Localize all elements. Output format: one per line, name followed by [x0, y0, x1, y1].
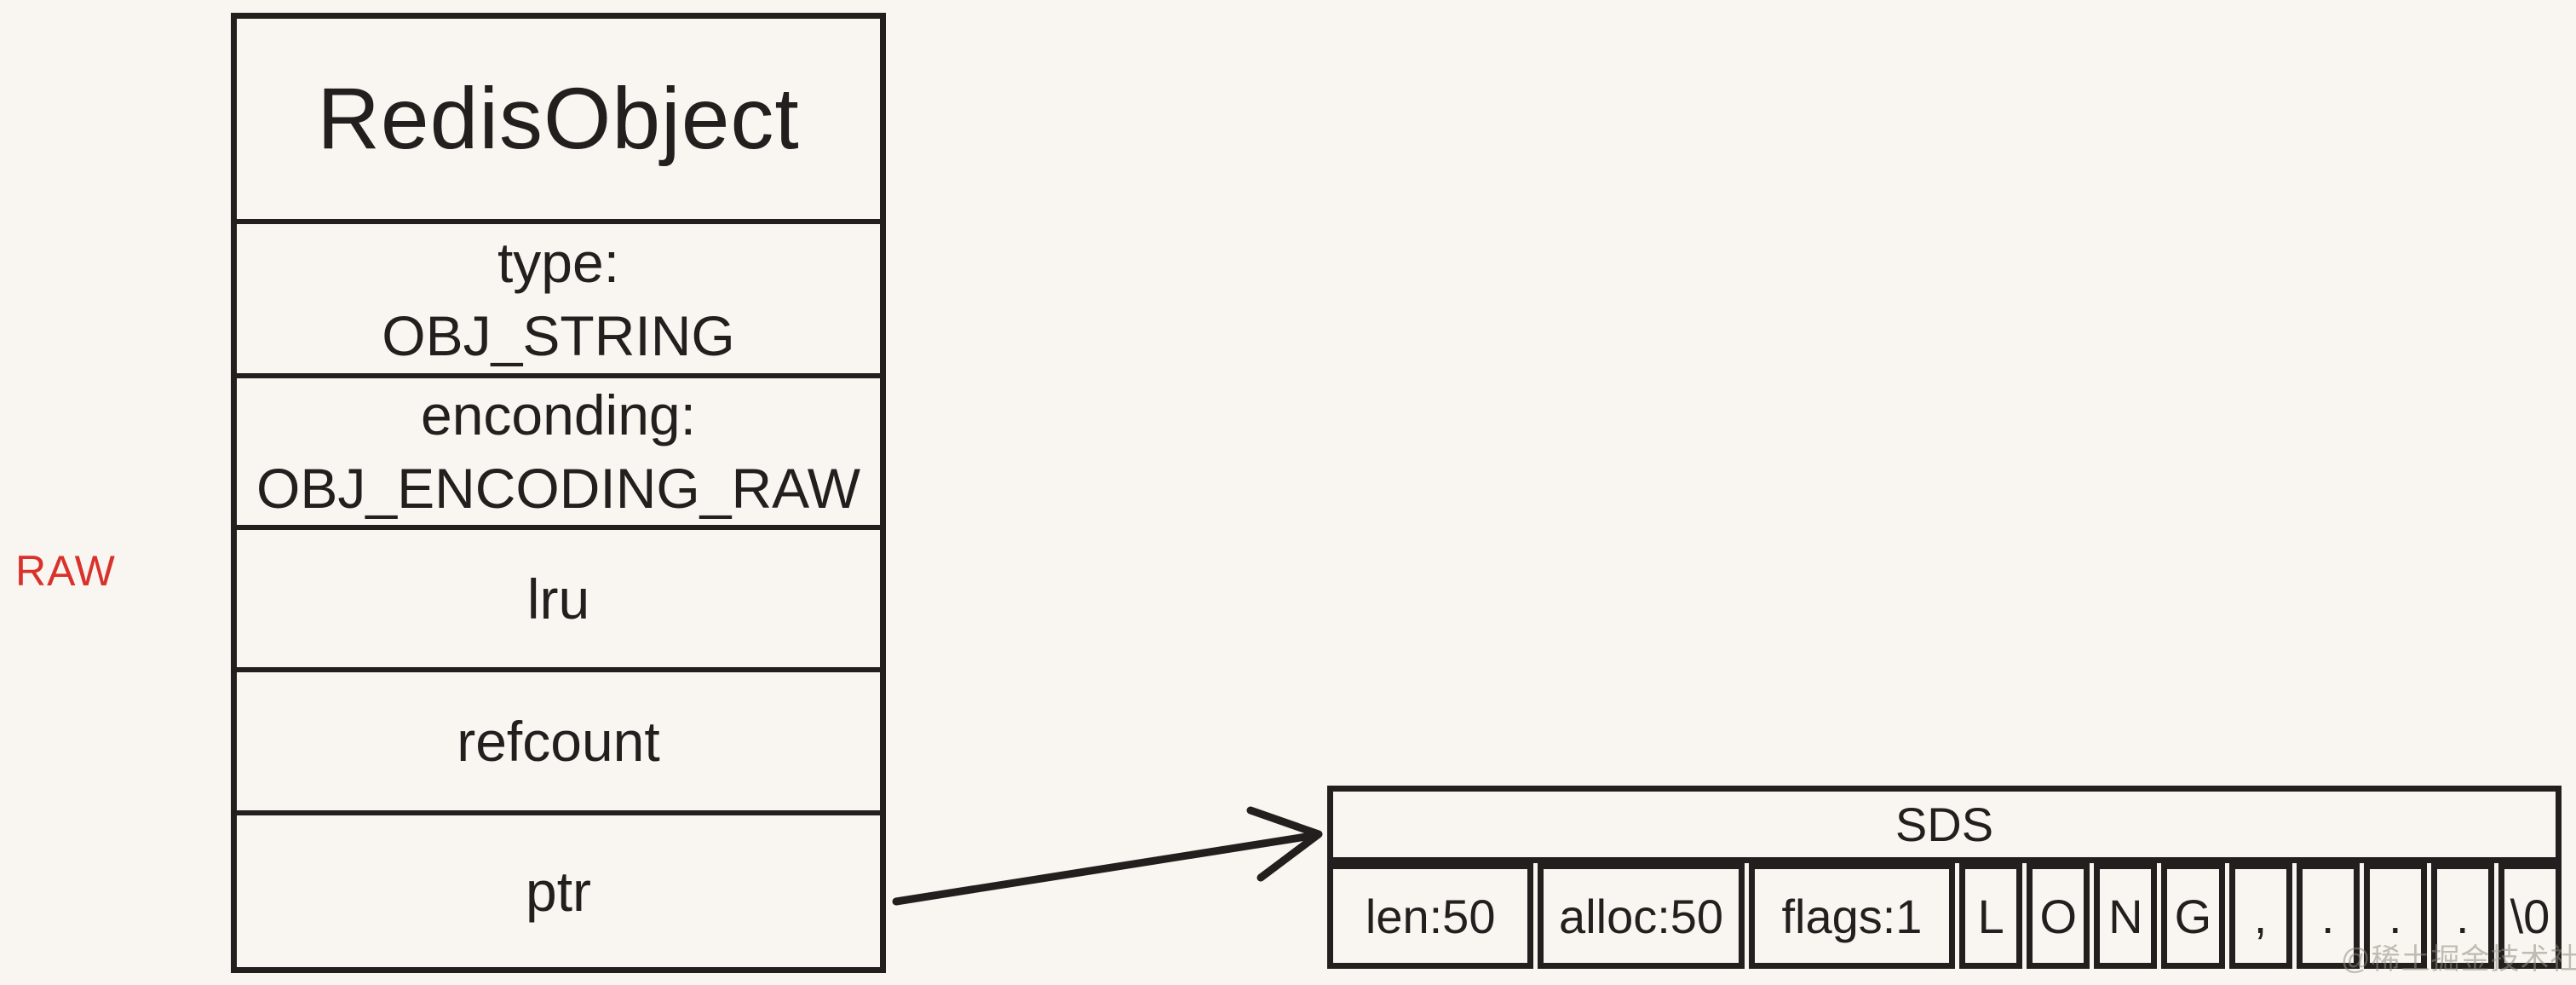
redis-object-title: RedisObject [317, 70, 800, 167]
field-row-ptr: ptr [237, 810, 880, 967]
sds-cell-char: , [2228, 863, 2292, 969]
field-row-type: type: OBJ_STRING [237, 219, 880, 373]
field-encoding-value: OBJ_ENCODING_RAW [256, 457, 860, 520]
watermark: @稀土掘金技术社区 [2341, 943, 2576, 976]
field-ptr-label: ptr [525, 860, 592, 923]
sds-cell-char: \0 [2498, 863, 2562, 969]
sds-cell-char: N [2094, 863, 2158, 969]
sds-title: SDS [1327, 786, 2562, 863]
sds-struct: SDS len:50 alloc:50 flags:1 L O N G , . … [1327, 786, 2562, 969]
sds-cell-char: . [2430, 863, 2494, 969]
sds-cell-len: len:50 [1327, 863, 1534, 969]
sds-cell-char: . [2296, 863, 2360, 969]
field-type-label: type: [497, 230, 620, 294]
field-refcount-label: refcount [457, 710, 660, 773]
raw-encoding-label: RAW [15, 547, 116, 595]
sds-cells-row: len:50 alloc:50 flags:1 L O N G , . . . … [1327, 863, 2562, 969]
field-encoding-label: enconding: [421, 383, 696, 446]
redis-object-struct: RedisObject type: OBJ_STRING enconding: … [231, 13, 886, 973]
sds-cell-alloc: alloc:50 [1538, 863, 1745, 969]
field-row-lru: lru [237, 525, 880, 667]
field-lru-label: lru [526, 567, 590, 631]
ptr-arrow-shaft [892, 831, 1321, 906]
field-row-refcount: refcount [237, 667, 880, 810]
ptr-arrowhead [1246, 806, 1323, 882]
sds-cell-char: L [1959, 863, 2023, 969]
sds-cell-char: G [2161, 863, 2225, 969]
sds-cell-char: O [2027, 863, 2090, 969]
sds-cell-flags: flags:1 [1748, 863, 1956, 969]
sds-cell-char: . [2363, 863, 2427, 969]
field-type-value: OBJ_STRING [382, 303, 735, 367]
field-row-encoding: enconding: OBJ_ENCODING_RAW [237, 373, 880, 525]
